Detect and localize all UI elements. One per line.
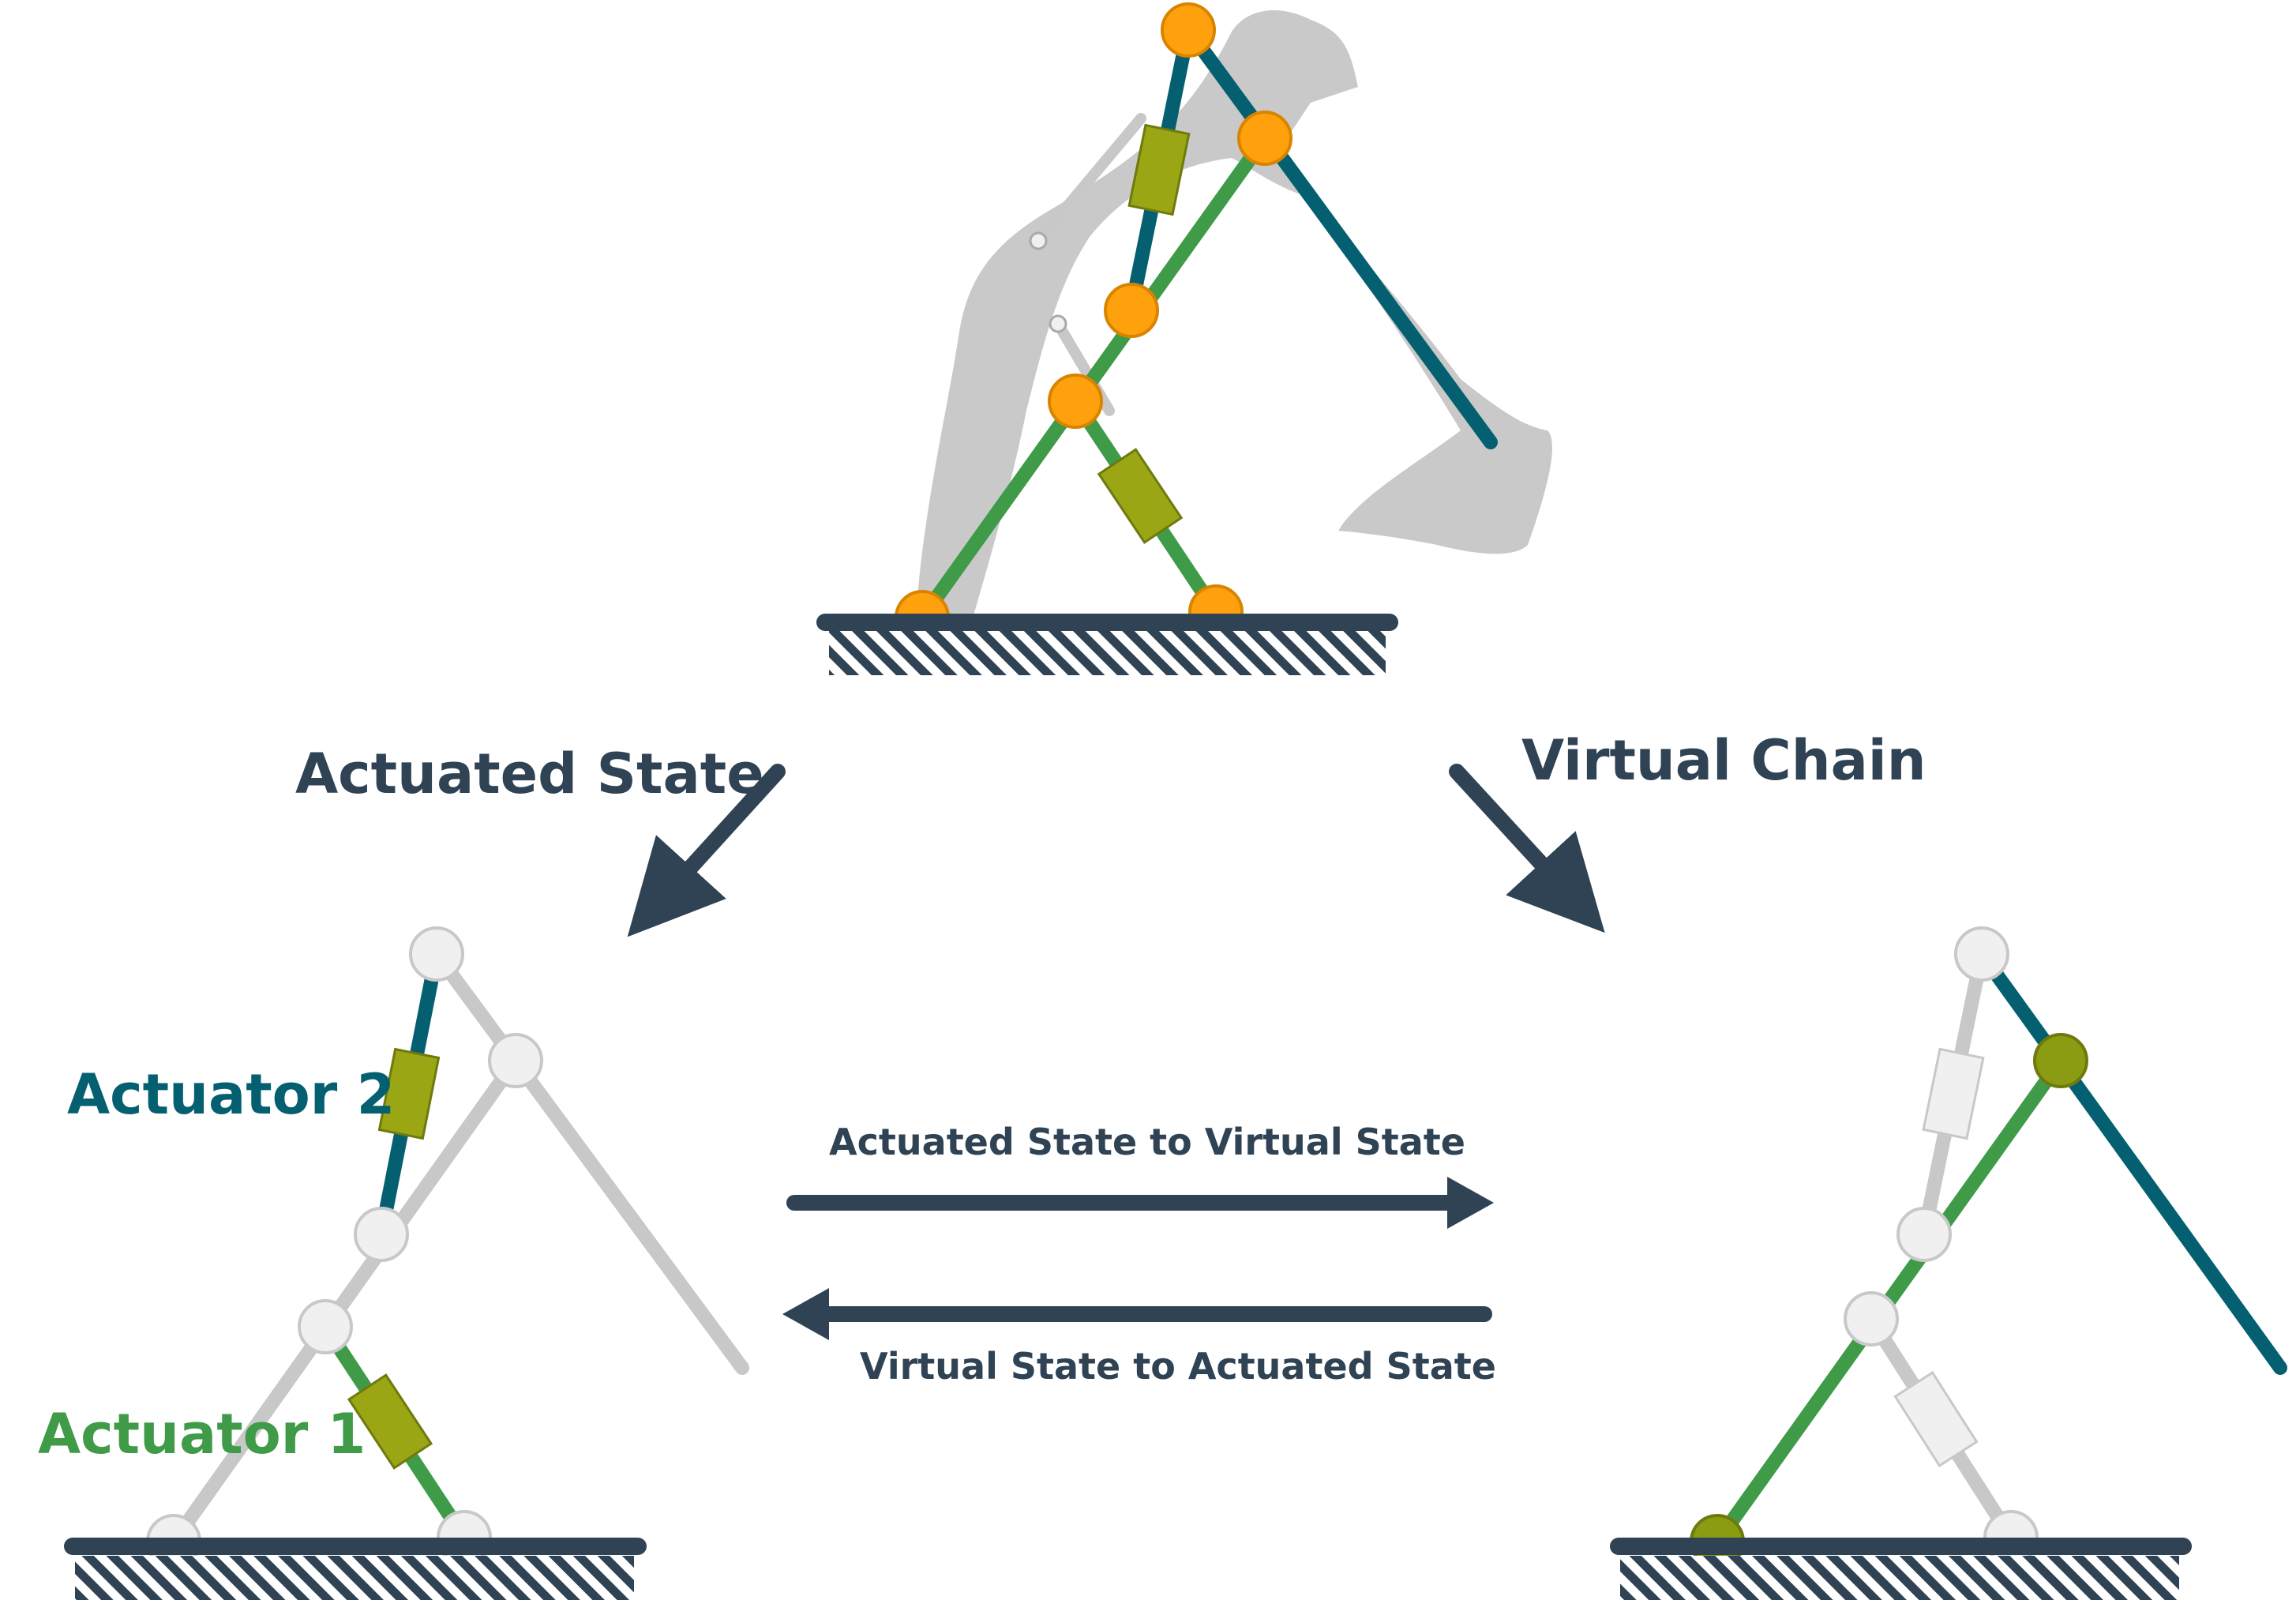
actuator-1-block <box>1097 448 1184 544</box>
ground-hatch <box>829 630 1386 675</box>
teal-link-arm <box>1181 23 1498 449</box>
joint-elbow <box>1237 111 1292 166</box>
forward-arrow-head <box>1447 1177 1494 1229</box>
actuated-state-label: Actuated State <box>295 742 764 806</box>
ground-hatch <box>75 1556 634 1600</box>
arrow-to-virtual-chain <box>1449 764 1605 933</box>
green-link-boom <box>915 131 1272 625</box>
virtual-chain-label: Virtual Chain <box>1521 728 1926 793</box>
joint-actuator-2-base <box>1896 1207 1952 1262</box>
actuator-1-block-inactive <box>1893 1371 1979 1467</box>
actuator-1-block <box>347 1373 433 1470</box>
top-ground <box>816 614 1398 675</box>
virtual-joint-elbow <box>2033 1033 2088 1088</box>
gray-link-boom <box>167 1054 523 1549</box>
excavator-silhouette <box>916 9 1552 624</box>
actuator-2-label: Actuator 2 <box>67 1062 395 1127</box>
joint-actuator-2-base <box>1104 283 1159 338</box>
mapping-arrows: Actuated State to Virtual State Virtual … <box>782 1121 1496 1388</box>
actuator-1-label: Actuator 1 <box>38 1402 366 1467</box>
virtual-chain-diagram <box>1610 926 2287 1600</box>
actuator-2-block-inactive <box>1922 1047 1985 1140</box>
joint-actuator-1-top <box>298 1299 353 1354</box>
inverse-map-label: Virtual State to Actuated State <box>860 1345 1496 1388</box>
gray-link-arm <box>430 947 749 1375</box>
joint-top <box>1954 926 2009 982</box>
joint-top <box>1161 2 1216 58</box>
inverse-arrow-head <box>782 1288 829 1340</box>
gray-pin-lower <box>1049 314 1067 333</box>
boom-silhouette <box>916 9 1552 624</box>
joint-actuator-1-top <box>1048 374 1103 429</box>
joint-top <box>409 926 464 982</box>
arrow-to-actuated-state <box>627 764 786 937</box>
teal-link-virtual-arm <box>1975 947 2287 1375</box>
gray-pin-upper <box>1029 231 1048 250</box>
ground-hatch <box>1620 1556 2179 1600</box>
joint-elbow <box>488 1033 543 1088</box>
joint-actuator-1-top <box>1844 1291 1899 1346</box>
actuator-2-block <box>377 1047 441 1140</box>
gray-rod-upper <box>1033 113 1146 246</box>
joint-actuator-2-base <box>354 1207 409 1262</box>
mechanism-links <box>915 23 1498 625</box>
actuated-state-diagram: Actuator 2 Actuator 1 <box>38 926 749 1600</box>
actuator-2-block <box>1127 123 1191 216</box>
forward-map-label: Actuated State to Virtual State <box>829 1121 1465 1163</box>
top-excavator-diagram <box>816 2 1552 675</box>
